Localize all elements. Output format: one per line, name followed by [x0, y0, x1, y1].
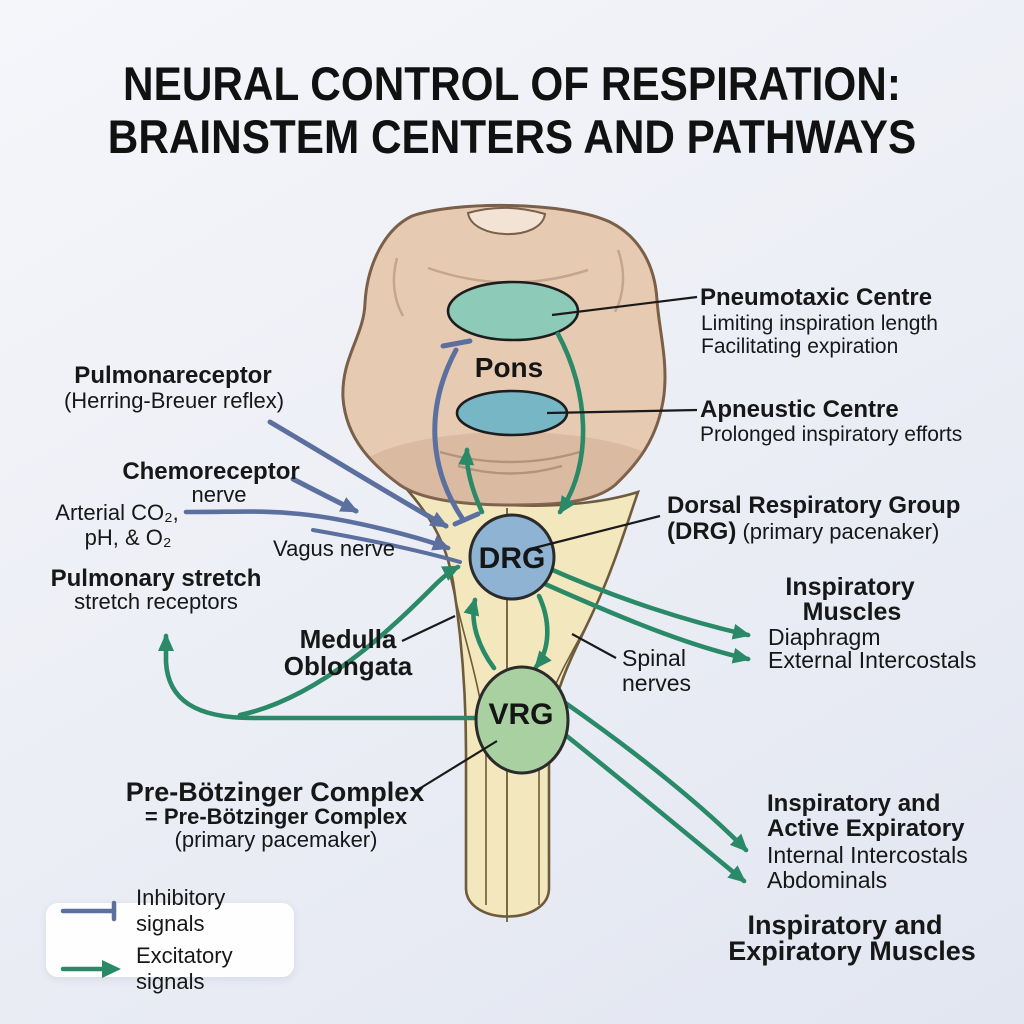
drg-abbrev: (DRG)	[667, 518, 737, 545]
external-intercostals-label: External Intercostals	[768, 647, 977, 673]
pulmonary-stretch-sublabel: stretch receptors	[74, 589, 238, 614]
inhibitory-signal-icon	[60, 900, 117, 922]
pneumotaxic-sublabel-2: Facilitating expiration	[701, 335, 899, 358]
active-expiratory-title-2: Active Expiratory	[767, 815, 965, 842]
legend-excitatory-label: Excitatory signals	[136, 943, 233, 994]
drg-node	[468, 513, 556, 601]
pneumotaxic-label: Pneumotaxic Centre	[700, 284, 933, 311]
page-title: NEURAL CONTROL OF RESPIRATION: BRAINSTEM…	[0, 57, 1024, 163]
inhibitory-pathways	[183, 338, 481, 564]
legend-excitatory-row: Excitatory signals	[58, 943, 294, 995]
active-expiratory-title-1: Inspiratory and	[767, 790, 941, 817]
excitatory-signal-icon	[60, 960, 121, 978]
inspiratory-muscles-title-1: Inspiratory	[785, 573, 915, 601]
pneumotaxic-sublabel-1: Limiting inspiration length	[701, 312, 938, 335]
pons-label: Pons	[475, 352, 543, 383]
internal-intercostals-label: Internal Intercostals	[767, 842, 968, 868]
insp-exp-muscles-line2: Expiratory Muscles	[728, 936, 976, 966]
spinal-nerves-label-line1: Spinal	[622, 645, 686, 671]
drg-pacemaker-note: (primary pacenaker)	[742, 519, 940, 544]
medulla-label-line2: Oblongata	[283, 651, 413, 681]
legend: Inhibitory signals Excitatory signals	[46, 885, 294, 994]
title-line-2: BRAINSTEM CENTERS AND PATHWAYS	[107, 109, 917, 163]
apneustic-sublabel: Prolonged inspiratory efforts	[700, 423, 963, 446]
prebotzinger-sublabel-2: (primary pacemaker)	[174, 827, 378, 852]
chemoreceptor-sublabel: nerve	[191, 482, 247, 507]
pointer-lines	[401, 295, 698, 793]
drg-group-sublabel: (DRG) (primary pacenaker)	[667, 519, 939, 545]
medulla-label-line1: Medulla	[299, 624, 397, 654]
inspiratory-muscles-title-2: Muscles	[802, 598, 902, 626]
apneustic-label: Apneustic Centre	[700, 396, 899, 423]
pulmonary-stretch-label: Pulmonary stretch	[50, 565, 262, 592]
prebotzinger-label: Pre-Bötzinger Complex	[125, 777, 425, 807]
arterial-label-line2: pH, & O₂	[84, 525, 172, 550]
insp-exp-muscles-line1: Inspiratory and	[747, 910, 943, 940]
arterial-label-line1: Arterial CO₂,	[55, 500, 179, 525]
abdominals-label: Abdominals	[767, 867, 888, 893]
drg-group-label: Dorsal Respiratory Group	[667, 492, 961, 519]
vrg-label: VRG	[488, 698, 553, 731]
legend-inhibitory-label: Inhibitory signals	[136, 885, 226, 936]
title-line-1: NEURAL CONTROL OF RESPIRATION:	[123, 57, 901, 110]
diaphragm-label: Diaphragm	[768, 624, 881, 650]
vrg-node	[474, 665, 570, 775]
pneumotaxic-oval	[446, 280, 580, 342]
vagus-nerve-label: Vagus nerve	[273, 536, 395, 561]
chemoreceptor-label: Chemoreceptor	[122, 458, 300, 485]
prebotzinger-sublabel: = Pre-Bötzinger Complex	[144, 804, 408, 829]
excitatory-pathways	[158, 331, 751, 884]
drg-label: DRG	[479, 542, 546, 575]
pulmonareceptor-sublabel: (Herring-Breuer reflex)	[63, 388, 285, 413]
pulmonareceptor-label: Pulmonareceptor	[74, 362, 272, 389]
spinal-nerves-label-line2: nerves	[622, 670, 692, 696]
legend-inhibitory-row: Inhibitory signals	[58, 885, 294, 937]
